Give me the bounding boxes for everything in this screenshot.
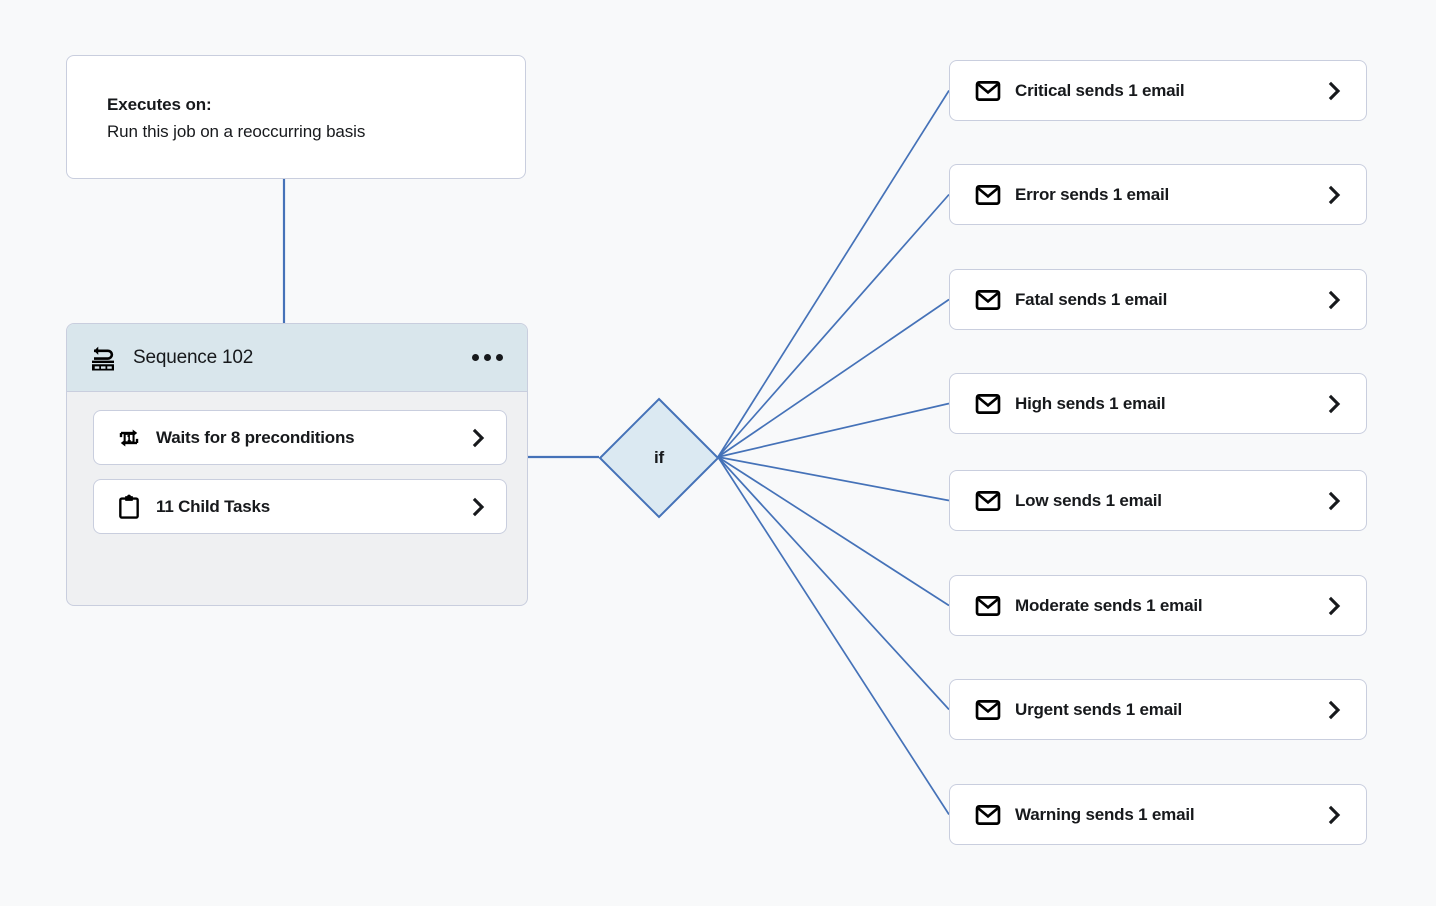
chevron-right-icon[interactable] — [1326, 490, 1344, 512]
action-card-label: Moderate sends 1 email — [1015, 595, 1203, 615]
mail-icon — [975, 289, 1001, 310]
action-card[interactable]: Fatal sends 1 email — [949, 269, 1367, 330]
action-card[interactable]: High sends 1 email — [949, 373, 1367, 434]
trigger-description: Run this job on a reoccurring basis — [107, 122, 366, 141]
chevron-right-icon[interactable] — [1326, 80, 1344, 102]
sequence-header: Sequence 102 — [67, 324, 527, 392]
more-dot — [472, 354, 479, 361]
edge-to-action-card — [717, 193, 950, 458]
chevron-right-icon[interactable] — [1326, 595, 1344, 617]
chevron-right-icon[interactable] — [1326, 804, 1344, 826]
mail-icon — [975, 804, 1001, 825]
action-card-label: Error sends 1 email — [1015, 184, 1169, 204]
trigger-node[interactable]: Executes on: Run this job on a reoccurri… — [66, 55, 526, 179]
sequence-item-preconditions[interactable]: Waits for 8 preconditions — [93, 410, 507, 465]
edge-to-action-card — [717, 90, 950, 458]
chevron-right-icon[interactable] — [1326, 289, 1344, 311]
edge-to-action-card — [717, 402, 950, 458]
action-card-label: High sends 1 email — [1015, 393, 1166, 413]
condition-label: if — [654, 448, 664, 467]
sequence-title: Sequence 102 — [133, 346, 254, 368]
edge-to-action-card — [717, 456, 950, 711]
more-dot — [496, 354, 503, 361]
action-card[interactable]: Low sends 1 email — [949, 470, 1367, 531]
trigger-content: Executes on: Run this job on a reoccurri… — [67, 56, 525, 145]
action-card-label: Warning sends 1 email — [1015, 804, 1195, 824]
sequence-node[interactable]: Sequence 102 — [66, 323, 528, 606]
sequence-icon — [92, 346, 114, 370]
clipboard-icon — [119, 494, 139, 519]
trigger-title: Executes on: — [107, 95, 212, 114]
action-card[interactable]: Moderate sends 1 email — [949, 575, 1367, 636]
edge-to-action-card — [717, 298, 950, 458]
mail-icon — [975, 699, 1001, 720]
action-card-label: Fatal sends 1 email — [1015, 289, 1168, 309]
mail-icon — [975, 595, 1001, 616]
diamond-shape — [598, 397, 720, 519]
action-card-label: Urgent sends 1 email — [1015, 699, 1183, 719]
mail-icon — [975, 80, 1001, 101]
edge-condition-to-actions — [717, 90, 950, 815]
chevron-right-icon[interactable] — [1326, 699, 1344, 721]
chevron-right-icon[interactable] — [1326, 184, 1344, 206]
mail-icon — [975, 393, 1001, 414]
action-card[interactable]: Urgent sends 1 email — [949, 679, 1367, 740]
condition-node[interactable]: if — [598, 397, 720, 519]
mail-icon — [975, 490, 1001, 511]
edge-to-action-card — [717, 456, 950, 502]
chevron-right-icon[interactable] — [470, 496, 488, 518]
more-dot — [484, 354, 491, 361]
action-card[interactable]: Warning sends 1 email — [949, 784, 1367, 845]
chevron-right-icon[interactable] — [470, 427, 488, 449]
chevron-right-icon[interactable] — [1326, 393, 1344, 415]
mail-icon — [975, 184, 1001, 205]
action-card[interactable]: Critical sends 1 email — [949, 60, 1367, 121]
sequence-item-label: Waits for 8 preconditions — [156, 427, 355, 447]
edge-to-action-card — [717, 456, 950, 607]
sequence-body: Waits for 8 preconditions 11 Child Tasks — [67, 392, 527, 534]
sequence-item-child-tasks[interactable]: 11 Child Tasks — [93, 479, 507, 534]
sequence-item-label: 11 Child Tasks — [156, 496, 271, 516]
sequence-more-menu-button[interactable] — [470, 348, 505, 367]
edge-to-action-card — [717, 456, 950, 815]
repeat-one-icon — [119, 429, 139, 446]
action-card-label: Critical sends 1 email — [1015, 80, 1185, 100]
action-card-label: Low sends 1 email — [1015, 490, 1162, 510]
action-card[interactable]: Error sends 1 email — [949, 164, 1367, 225]
